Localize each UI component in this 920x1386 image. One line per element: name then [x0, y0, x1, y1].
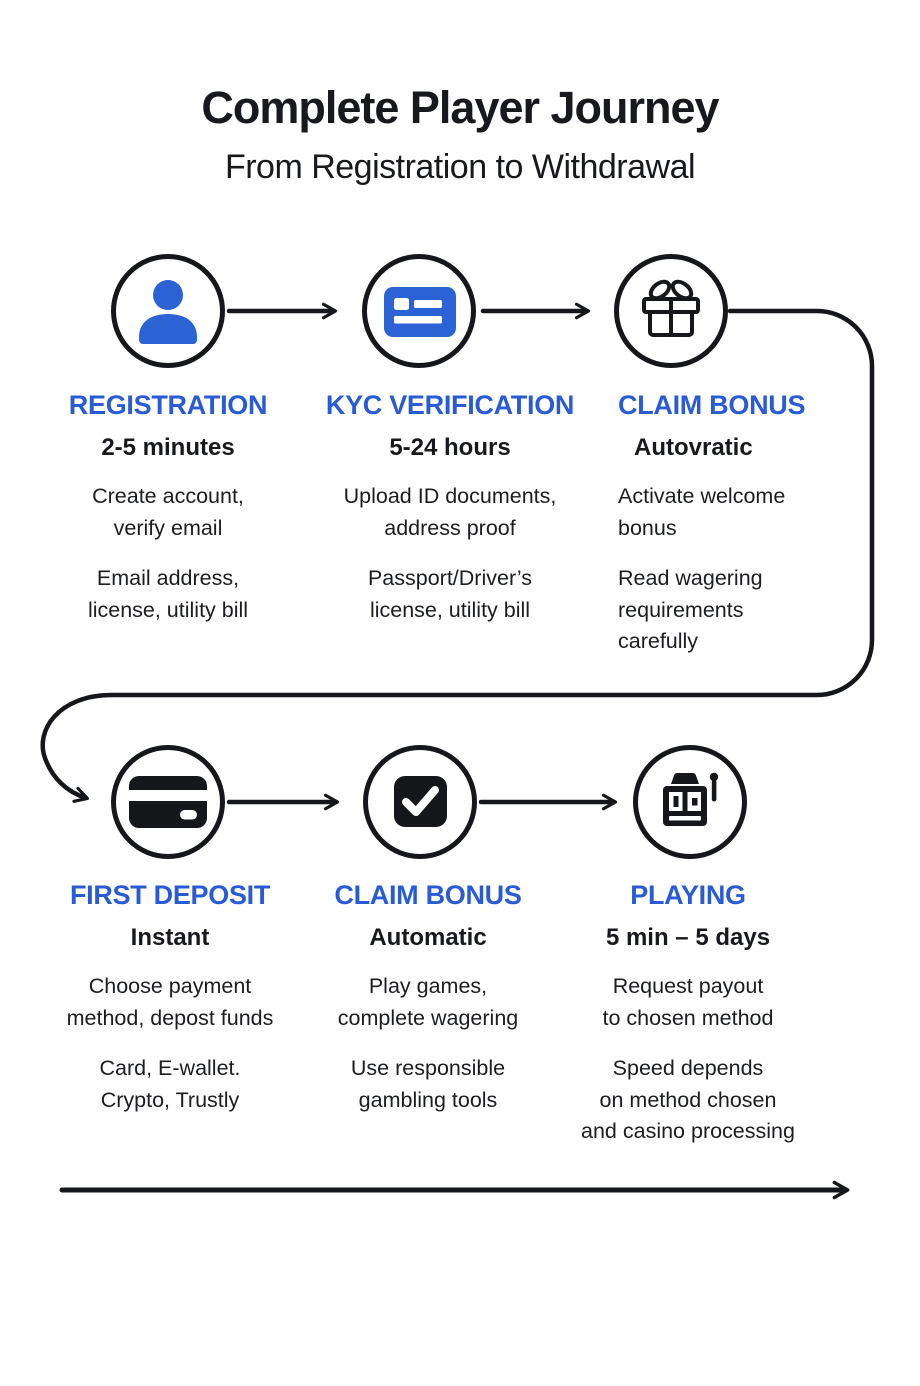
- node-kyc-verification: [362, 254, 476, 368]
- step-title: FIRST DEPOSIT: [69, 880, 271, 910]
- step-requirements: Speed depends on method chosen and casin…: [581, 1056, 795, 1143]
- node-claim-bonus: [614, 254, 728, 368]
- step-duration: Instant: [130, 924, 210, 951]
- id-card-icon: [384, 287, 456, 337]
- step-duration: Automatic: [369, 924, 487, 951]
- step-duration: 5-24 hours: [389, 434, 511, 461]
- step-claim-bonus: CLAIM BONUS Autovratic Activate welcome …: [618, 390, 858, 658]
- step-requirements: Read wagering requirements carefully: [618, 566, 763, 653]
- checkbox-icon: [394, 776, 447, 827]
- step-requirements: Email address, license, utility bill: [87, 566, 249, 622]
- node-claim-bonus-automatic: [363, 745, 477, 859]
- step-requirements: Card, E-wallet. Crypto, Trustly: [99, 1056, 241, 1112]
- step-action: Activate welcome bonus: [618, 484, 786, 540]
- step-title: CLAIM BONUS: [334, 880, 522, 910]
- node-registration: [111, 254, 225, 368]
- step-action: Create account, verify email: [92, 484, 244, 540]
- user-icon: [139, 280, 197, 344]
- step-title: REGISTRATION: [68, 390, 268, 420]
- step-title: KYC VERIFICATION: [325, 390, 575, 420]
- step-title: CLAIM BONUS: [618, 390, 806, 420]
- step-action: Upload ID documents, address proof: [343, 484, 557, 540]
- gift-icon: [642, 279, 700, 337]
- step-kyc-verification: KYC VERIFICATION 5-24 hours Upload ID do…: [300, 390, 600, 626]
- page-subtitle: From Registration to Withdrawal: [224, 148, 696, 186]
- slot-machine-icon: [663, 772, 719, 826]
- step-requirements: Use responsible gambling tools: [350, 1056, 506, 1112]
- page-title: Complete Player Journey: [201, 82, 719, 133]
- node-first-deposit: [111, 745, 225, 859]
- step-duration: 5 min – 5 days: [605, 924, 771, 951]
- credit-card-icon: [129, 776, 207, 828]
- node-playing: [633, 745, 747, 859]
- step-first-deposit: FIRST DEPOSIT Instant Choose payment met…: [30, 880, 310, 1116]
- step-action: Play games, complete wagering: [337, 974, 519, 1030]
- step-claim-bonus-automatic: CLAIM BONUS Automatic Play games, comple…: [296, 880, 560, 1116]
- step-duration: 2-5 minutes: [101, 434, 235, 461]
- step-playing: PLAYING 5 min – 5 days Request payout to…: [552, 880, 824, 1148]
- step-duration: Autovratic: [634, 434, 753, 461]
- step-action: Request payout to chosen method: [602, 974, 774, 1030]
- step-title: PLAYING: [630, 880, 746, 910]
- step-action: Choose payment method, depost funds: [66, 974, 274, 1030]
- step-requirements: Passport/Driver’s license, utility bill: [367, 566, 533, 622]
- step-registration: REGISTRATION 2-5 minutes Create account,…: [28, 390, 308, 626]
